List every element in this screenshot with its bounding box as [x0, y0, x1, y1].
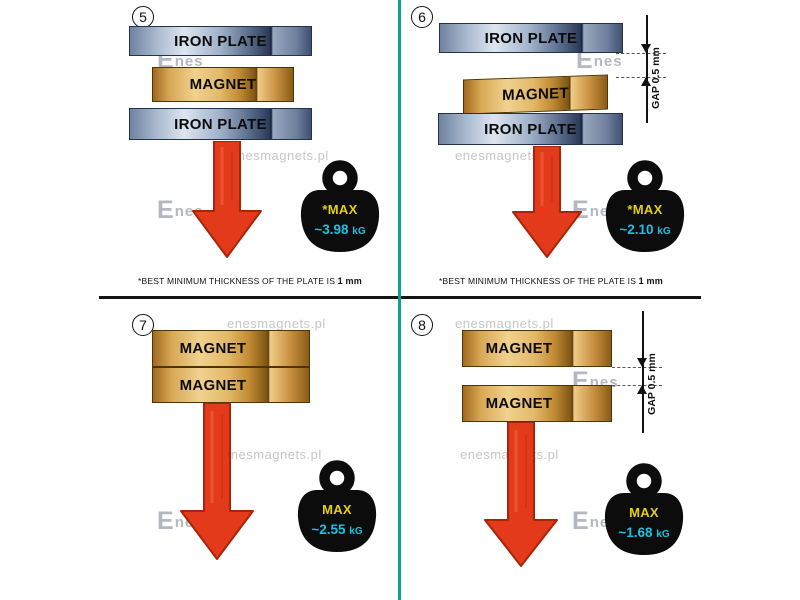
magnet-label: MAGNET — [485, 395, 553, 412]
footnote: *BEST MINIMUM THICKNESS OF THE PLATE IS … — [111, 276, 389, 286]
magnet-label: MAGNET — [485, 340, 553, 357]
panel-6: enesmagnets.pl E nes E nes 6 IRON PLATE … — [400, 0, 701, 296]
weight-number: ~2.55 — [311, 522, 346, 537]
kettlebell-icon — [605, 160, 685, 252]
kettlebell-icon — [300, 160, 380, 252]
logo-nes: nes — [593, 53, 623, 70]
weight-unit: kG — [656, 529, 670, 540]
weight-number: ~1.68 — [618, 525, 653, 540]
weight-kettlebell: *MAX ~3.98 kG — [296, 160, 384, 260]
gap-dimension-line — [642, 311, 644, 433]
watermark-site: enesmagnets.pl — [230, 148, 329, 163]
magnet-label: MAGNET — [189, 76, 257, 93]
panel-7: enesmagnets.pl enesmagnets.pl E nes E ne… — [99, 299, 400, 600]
down-arrow-icon — [484, 422, 558, 567]
max-label: *MAX — [627, 202, 663, 217]
weight-kettlebell: MAX ~2.55 kG — [293, 460, 381, 560]
gap-arrow-icon — [641, 77, 651, 86]
max-label: MAX — [322, 502, 352, 517]
weight-value: ~3.98 kG — [296, 222, 384, 237]
vertical-divider — [398, 0, 401, 600]
weight-unit: kG — [349, 526, 363, 537]
gap-arrow-icon — [641, 44, 651, 53]
magnet-bar: MAGNET — [152, 67, 294, 102]
watermark-site: enesmagnets.pl — [455, 316, 554, 331]
logo-e: E — [157, 196, 174, 224]
footnote-bold: 1 mm — [638, 276, 663, 286]
magnet-label: MAGNET — [179, 376, 247, 394]
weight-kettlebell: *MAX ~2.10 kG — [601, 160, 689, 260]
footnote: *BEST MINIMUM THICKNESS OF THE PLATE IS … — [412, 276, 690, 286]
max-label: MAX — [629, 505, 659, 520]
footnote-text: *BEST MINIMUM THICKNESS OF THE PLATE IS — [439, 276, 639, 286]
down-arrow-icon — [192, 141, 262, 258]
gap-label: GAP 0.5 mm — [650, 47, 662, 109]
iron-plate-label: IRON PLATE — [484, 29, 578, 47]
gap-annotation: GAP 0.5 mm — [612, 311, 668, 441]
gap-arrow-icon — [637, 358, 647, 367]
watermark-site: enesmagnets.pl — [455, 148, 554, 163]
gap-label: GAP 0.5 mm — [646, 353, 658, 415]
weight-number: ~2.10 — [619, 222, 654, 237]
gap-extension-line — [616, 53, 666, 54]
magnet-bar: MAGNET — [152, 367, 310, 403]
panel-number: 6 — [411, 6, 433, 28]
logo-e: E — [576, 46, 593, 74]
panel-5: enesmagnets.pl E nes E nes 5 IRON PLATE … — [99, 0, 400, 296]
iron-plate-bar: IRON PLATE — [439, 23, 623, 53]
gap-dimension-line — [646, 15, 648, 123]
iron-plate-bar: IRON PLATE — [438, 113, 623, 145]
panel-number: 7 — [132, 314, 154, 336]
iron-plate-label: IRON PLATE — [174, 32, 267, 50]
logo-e: E — [157, 507, 174, 535]
iron-plate-bar: IRON PLATE — [129, 108, 312, 140]
panel-number: 5 — [132, 6, 154, 28]
weight-value: ~2.55 kG — [293, 522, 381, 537]
panel-number: 8 — [411, 314, 433, 336]
weight-kettlebell: MAX ~1.68 kG — [600, 463, 688, 563]
weight-value: ~1.68 kG — [600, 525, 688, 540]
logo-nes: nes — [174, 53, 204, 70]
footnote-bold: 1 mm — [337, 276, 362, 286]
magnet-bar: MAGNET — [462, 330, 612, 367]
gap-annotation: GAP 0.5 mm — [616, 15, 672, 135]
kettlebell-icon — [604, 463, 684, 555]
magnet-label: MAGNET — [502, 84, 569, 105]
max-label: *MAX — [322, 202, 358, 217]
watermark-logo: E nes — [576, 46, 623, 74]
horizontal-divider — [99, 296, 400, 299]
footnote-text: *BEST MINIMUM THICKNESS OF THE PLATE IS — [138, 276, 338, 286]
magnet-label: MAGNET — [179, 340, 247, 357]
magnet-bar: MAGNET — [462, 385, 612, 422]
kettlebell-icon — [297, 460, 377, 552]
down-arrow-icon — [180, 403, 254, 560]
watermark-site: enesmagnets.pl — [223, 447, 322, 462]
watermark-site: enesmagnets.pl — [227, 316, 326, 331]
horizontal-divider — [400, 296, 701, 299]
iron-plate-label: IRON PLATE — [484, 120, 577, 138]
gap-extension-line — [612, 367, 662, 368]
weight-value: ~2.10 kG — [601, 222, 689, 237]
magnet-bar: MAGNET — [152, 330, 310, 367]
panel-8: enesmagnets.pl enesmagnets.pl E nes E ne… — [400, 299, 701, 600]
down-arrow-icon — [512, 146, 582, 258]
weight-unit: kG — [352, 226, 366, 237]
iron-plate-bar: IRON PLATE — [129, 26, 312, 56]
logo-e: E — [572, 507, 589, 535]
weight-unit: kG — [657, 226, 671, 237]
magnet-bar: MAGNET — [463, 74, 608, 115]
weight-number: ~3.98 — [314, 222, 349, 237]
gap-arrow-icon — [637, 385, 647, 394]
iron-plate-label: IRON PLATE — [174, 115, 267, 133]
